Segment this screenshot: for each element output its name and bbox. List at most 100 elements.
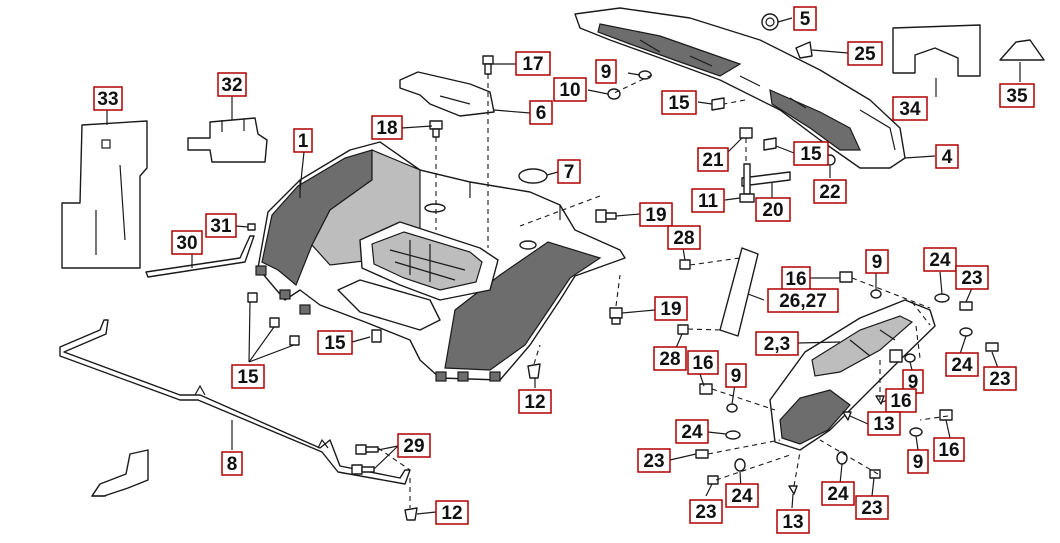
part-21-nut — [739, 127, 753, 139]
callout-26-27: 26,27 — [767, 288, 839, 313]
callout-4: 4 — [935, 144, 959, 169]
callout-11-label: 11 — [698, 191, 719, 212]
callout-16c-label: 16 — [890, 391, 911, 412]
callout-33-label: 33 — [97, 89, 118, 110]
callout-23e-label: 23 — [861, 498, 882, 519]
callout-17: 17 — [515, 51, 551, 76]
callout-16b: 16 — [687, 350, 719, 375]
callout-34: 34 — [892, 96, 928, 121]
callout-21: 21 — [697, 147, 729, 172]
callout-24c: 24 — [675, 419, 709, 444]
part-31-clip — [247, 223, 256, 231]
callout-19b-label: 19 — [660, 299, 681, 320]
part-19-bolt-lower — [609, 307, 623, 325]
callout-24b-label: 24 — [951, 355, 973, 376]
callout-13a-label: 13 — [873, 414, 894, 435]
callout-25: 25 — [847, 41, 883, 66]
callout-23c-label: 23 — [643, 451, 664, 472]
callout-18: 18 — [371, 115, 403, 140]
callout-22-label: 22 — [819, 182, 840, 203]
callout-29-label: 29 — [403, 436, 424, 457]
callout-9c-label: 9 — [731, 366, 742, 387]
callout-31-label: 31 — [210, 216, 232, 237]
callout-23e: 23 — [855, 495, 889, 520]
callout-9a: 9 — [595, 59, 617, 84]
clips-15-group — [247, 292, 382, 346]
callout-15a: 15 — [661, 90, 697, 115]
callout-16c: 16 — [885, 388, 917, 413]
callout-2-3-label: 2,3 — [764, 334, 790, 355]
callout-9e: 9 — [907, 449, 929, 474]
callout-24a: 24 — [923, 247, 957, 272]
part-30-rod — [145, 235, 255, 278]
callout-22: 22 — [813, 179, 847, 204]
callout-23b: 23 — [983, 366, 1017, 391]
callout-17-label: 17 — [522, 54, 543, 75]
callout-24a-label: 24 — [929, 250, 951, 271]
part-20-plate — [741, 171, 791, 187]
callout-23c: 23 — [637, 448, 671, 473]
callout-16a-label: 16 — [785, 269, 806, 290]
part-33-inner-panel — [61, 120, 148, 269]
callout-29: 29 — [397, 433, 431, 458]
callout-4-label: 4 — [942, 147, 953, 168]
callout-8-label: 8 — [227, 454, 238, 475]
callout-7: 7 — [557, 159, 581, 184]
callout-33: 33 — [93, 86, 123, 111]
callout-8: 8 — [221, 451, 243, 476]
callout-6-label: 6 — [536, 103, 547, 124]
callout-13b-label: 13 — [782, 512, 803, 533]
callout-20: 20 — [755, 197, 791, 222]
part-29-bolts — [351, 444, 379, 475]
callout-24d: 24 — [725, 483, 759, 508]
callout-32-label: 32 — [221, 75, 242, 96]
part-6-bracket — [399, 71, 495, 117]
callout-19b: 19 — [654, 296, 688, 321]
callout-16a: 16 — [781, 266, 811, 291]
part-1-rear-fender — [255, 141, 626, 382]
part-12-clip-lower — [404, 507, 418, 521]
callout-9e-label: 9 — [913, 452, 924, 473]
callout-34-label: 34 — [899, 99, 921, 120]
part-11-bolt — [739, 163, 755, 203]
callout-15d: 15 — [231, 364, 265, 389]
part-35-cap — [999, 39, 1045, 61]
callout-11: 11 — [691, 188, 725, 213]
part-28-bolt-lower — [677, 324, 689, 335]
callout-31: 31 — [205, 213, 237, 238]
part-4-rear-rack — [574, 7, 906, 169]
part-9-washer — [638, 70, 652, 80]
callout-7-label: 7 — [564, 162, 575, 183]
callout-24e-label: 24 — [827, 484, 849, 505]
part-17-bolt — [482, 55, 494, 75]
part-5-grommet — [761, 13, 779, 31]
callout-28a: 28 — [667, 225, 701, 250]
callout-9d-label: 9 — [908, 372, 919, 393]
callout-9b-label: 9 — [872, 252, 883, 273]
callout-10-label: 10 — [559, 80, 580, 101]
part-15-clip-upper — [711, 97, 725, 111]
part-2-3-side-guard — [769, 299, 936, 451]
callout-12a: 12 — [518, 389, 552, 414]
dashed-alignment-lines — [377, 74, 949, 508]
part-32-bracket — [187, 117, 268, 163]
part-15-clip-right — [763, 137, 777, 151]
callout-23d: 23 — [689, 499, 723, 524]
callout-23b-label: 23 — [989, 369, 1010, 390]
callout-20-label: 20 — [762, 200, 783, 221]
callout-15d-label: 15 — [237, 367, 259, 388]
callout-16d-label: 16 — [938, 440, 959, 461]
callout-23a-label: 23 — [961, 268, 982, 289]
part-7-cap — [518, 168, 548, 184]
part-25-clip — [795, 41, 813, 59]
callout-23a: 23 — [955, 265, 989, 290]
callout-24d-label: 24 — [731, 486, 753, 507]
part-28-bolt-upper — [679, 259, 691, 270]
callout-28b: 28 — [653, 346, 687, 371]
callout-19a-label: 19 — [645, 205, 666, 226]
callout-18-label: 18 — [376, 118, 397, 139]
callout-35: 35 — [999, 83, 1035, 108]
callout-32: 32 — [217, 72, 247, 97]
leader-lines — [106, 17, 1021, 515]
callout-13b: 13 — [776, 509, 810, 534]
